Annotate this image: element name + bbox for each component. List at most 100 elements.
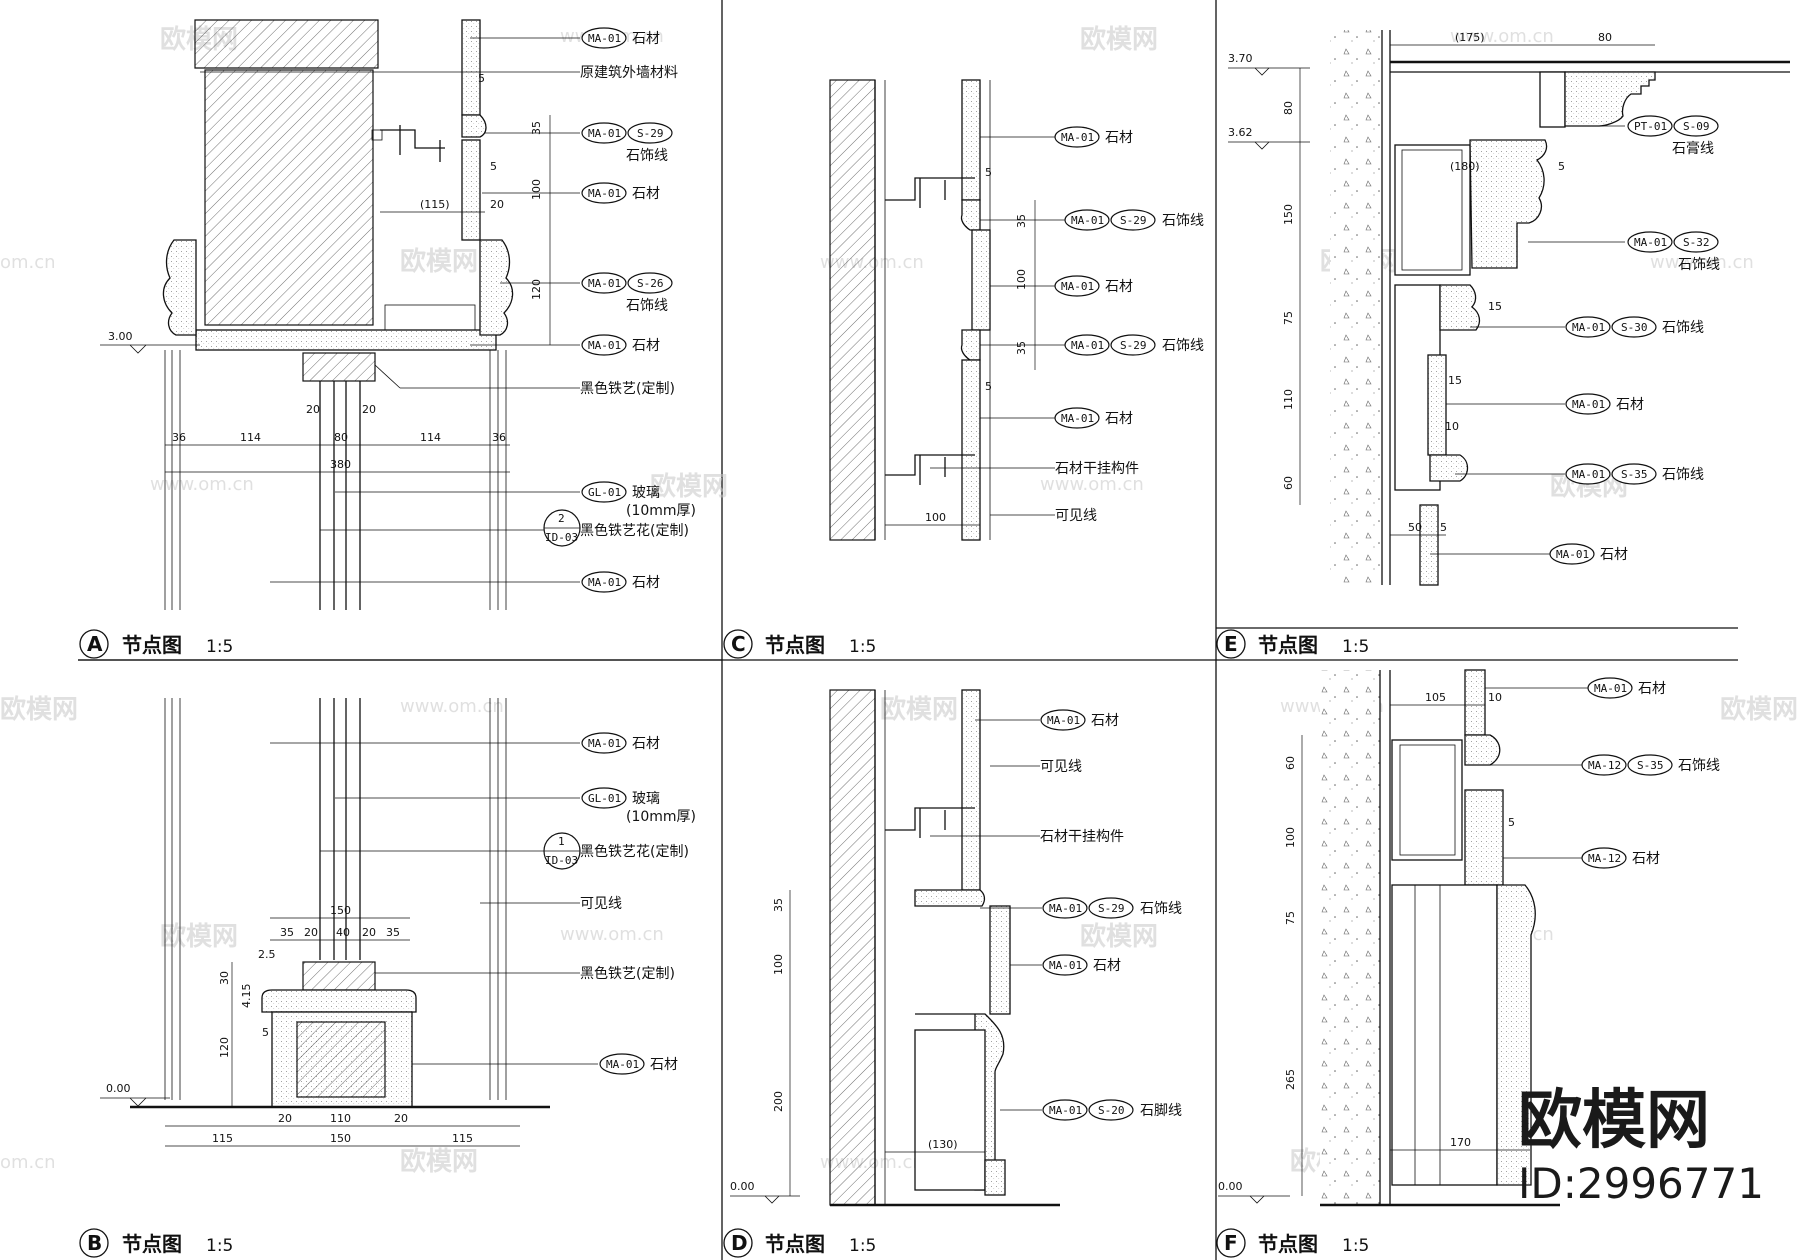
svg-text:PT-01: PT-01 xyxy=(1634,120,1667,133)
svg-text:100: 100 xyxy=(1015,269,1028,290)
svg-text:MA-01: MA-01 xyxy=(1047,714,1080,727)
svg-text:100: 100 xyxy=(772,954,785,975)
concrete-wall xyxy=(1330,30,1382,585)
svg-text:30: 30 xyxy=(218,971,231,985)
watermark-brand: 欧模网 xyxy=(1080,921,1158,952)
stone-trim-s29 xyxy=(960,199,981,231)
svg-text:114: 114 xyxy=(240,431,261,444)
stone-trim-s29 xyxy=(960,329,981,361)
svg-text:石饰线: 石饰线 xyxy=(1678,758,1720,774)
detail-a: 3.00 35 100 120 5 5 (115) 20 36 114 80 1… xyxy=(100,19,689,610)
watermark-brand: 欧模网 xyxy=(880,694,958,725)
svg-text:MA-01: MA-01 xyxy=(588,127,621,140)
svg-text:5: 5 xyxy=(985,380,992,393)
svg-text:15: 15 xyxy=(1448,374,1462,387)
watermark-url: om.cn xyxy=(0,1152,56,1173)
level-mark: 3.62 xyxy=(1228,126,1253,139)
svg-text:MA-01: MA-01 xyxy=(1049,902,1082,915)
stone-base-trim xyxy=(1496,884,1536,1186)
detail-d: 0.00 35 100 200 (130) 可见线 石材干挂构件 xyxy=(730,689,1124,1207)
svg-text:S-09: S-09 xyxy=(1683,120,1710,133)
svg-text:MA-01: MA-01 xyxy=(1049,959,1082,972)
svg-text:35: 35 xyxy=(280,926,294,939)
svg-text:MA-01: MA-01 xyxy=(1061,280,1094,293)
svg-text:(115): (115) xyxy=(420,198,450,211)
panel-letter: A xyxy=(87,632,103,656)
panel-title: 节点图 xyxy=(122,633,182,657)
panel-letter: B xyxy=(87,1231,102,1255)
svg-text:S-26: S-26 xyxy=(637,277,664,290)
watermark-url: www.om.cn xyxy=(400,696,504,717)
svg-text:10: 10 xyxy=(1488,691,1502,704)
svg-text:石饰线: 石饰线 xyxy=(1140,901,1182,917)
svg-text:5: 5 xyxy=(1508,816,1515,829)
svg-text:5: 5 xyxy=(262,1026,269,1039)
svg-text:20: 20 xyxy=(362,403,376,416)
svg-text:380: 380 xyxy=(330,458,351,471)
svg-text:80: 80 xyxy=(1282,101,1295,115)
stone-block xyxy=(1394,144,1471,276)
panel-scale: 1:5 xyxy=(849,1236,876,1256)
stone-panel xyxy=(971,229,991,331)
svg-text:石饰线: 石饰线 xyxy=(626,298,668,314)
panel-letter: E xyxy=(1224,632,1238,656)
svg-text:S-29: S-29 xyxy=(1120,214,1147,227)
svg-text:5: 5 xyxy=(1558,160,1565,173)
callout-iron-flower: 黑色铁艺花(定制) xyxy=(580,843,689,860)
svg-text:(10mm厚): (10mm厚) xyxy=(626,503,696,519)
stone-panel xyxy=(1464,789,1504,886)
stone-trim-s26 xyxy=(479,239,514,336)
tags-c: MA-01 石材 MA-01 S-29 石饰线 MA-01 石材 MA-01 S… xyxy=(1054,126,1204,429)
svg-text:5: 5 xyxy=(478,72,485,85)
svg-text:20: 20 xyxy=(306,403,320,416)
svg-text:MA-01: MA-01 xyxy=(1061,131,1094,144)
stone-trim-s26 xyxy=(162,239,197,336)
callout-hanging-part: 石材干挂构件 xyxy=(1055,461,1139,477)
callout-visible-line: 可见线 xyxy=(1055,508,1097,524)
svg-text:1: 1 xyxy=(558,835,565,848)
svg-text:S-29: S-29 xyxy=(637,127,664,140)
svg-text:20: 20 xyxy=(362,926,376,939)
watermark-url: om.cn xyxy=(0,252,56,273)
svg-text:石材: 石材 xyxy=(632,575,660,591)
watermark-brand: 欧模网 xyxy=(400,246,478,277)
svg-text:ID-03: ID-03 xyxy=(545,854,578,867)
tags-e: PT-01 S-09 石膏线 MA-01 S-32 石饰线 MA-01 S-30… xyxy=(1549,115,1720,565)
panel-title: 节点图 xyxy=(1258,633,1318,657)
watermark-brand: 欧模网 xyxy=(400,1146,478,1177)
svg-text:(180): (180) xyxy=(1450,160,1480,173)
tags-b: MA-01 石材 GL-01 玻璃 (10mm厚) 1ID-03 MA-01 石… xyxy=(543,732,696,1075)
watermark-brand: 欧模网 xyxy=(1720,694,1798,725)
svg-text:40: 40 xyxy=(336,926,350,939)
stone-panel xyxy=(461,19,481,116)
core-block xyxy=(296,1021,386,1098)
panel-scale: 1:5 xyxy=(1342,637,1369,657)
svg-text:MA-01: MA-01 xyxy=(1556,548,1589,561)
svg-text:2: 2 xyxy=(558,512,565,525)
svg-text:20: 20 xyxy=(278,1112,292,1125)
hanging-bracket xyxy=(885,454,975,485)
svg-text:MA-01: MA-01 xyxy=(588,32,621,45)
svg-text:5: 5 xyxy=(1440,521,1447,534)
tags-f: MA-01 石材 MA-12 S-35 石饰线 MA-12 石材 xyxy=(1581,677,1720,869)
svg-text:200: 200 xyxy=(772,1091,785,1112)
svg-text:玻璃: 玻璃 xyxy=(632,484,660,501)
svg-text:80: 80 xyxy=(334,431,348,444)
panel-title: 节点图 xyxy=(122,1232,182,1256)
svg-text:石材: 石材 xyxy=(1638,681,1666,697)
brand-logo-text: 欧模网 xyxy=(1518,1084,1710,1158)
callout-hanging-part: 石材干挂构件 xyxy=(1040,829,1124,845)
svg-text:114: 114 xyxy=(420,431,441,444)
panel-letter: F xyxy=(1224,1231,1238,1255)
callout-original-wall: 原建筑外墙材料 xyxy=(580,65,678,81)
level-mark: 3.70 xyxy=(1228,52,1253,65)
svg-text:MA-12: MA-12 xyxy=(1588,852,1621,865)
svg-text:S-20: S-20 xyxy=(1098,1104,1125,1117)
svg-text:石材: 石材 xyxy=(650,1057,678,1073)
svg-text:(130): (130) xyxy=(928,1138,958,1151)
original-wall xyxy=(194,19,379,69)
original-wall xyxy=(204,69,374,326)
brand-id: ID:2996771 xyxy=(1518,1159,1764,1208)
svg-text:石饰线: 石饰线 xyxy=(1662,320,1704,336)
svg-text:石材: 石材 xyxy=(632,186,660,202)
